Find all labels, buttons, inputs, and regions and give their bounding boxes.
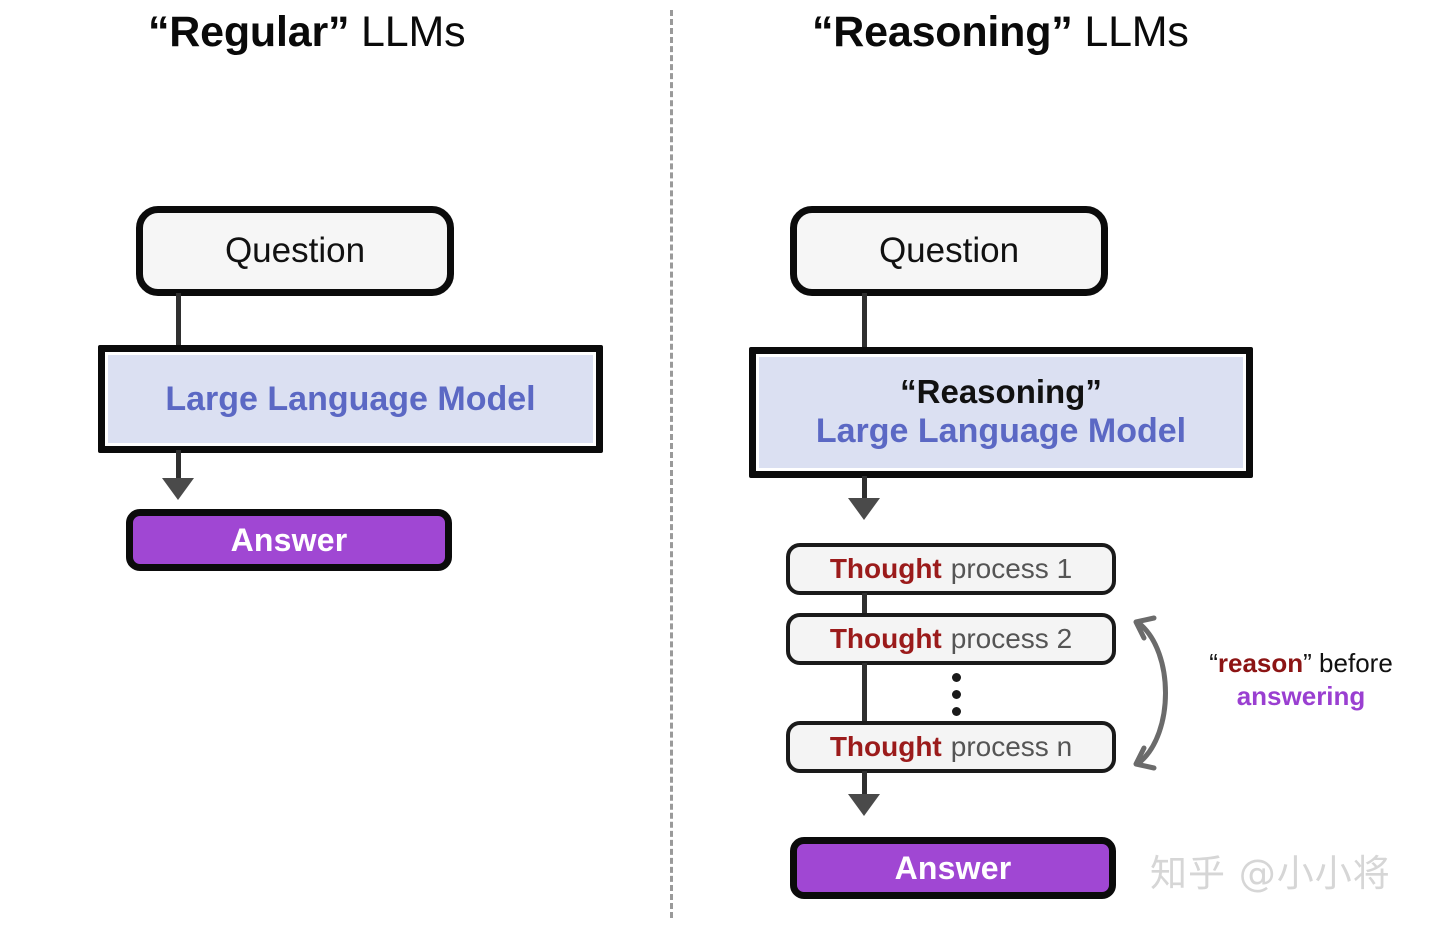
page-title-regular-llms: “Regular” LLMs bbox=[148, 8, 466, 57]
title-right-plain: LLMs bbox=[1072, 8, 1189, 56]
right-connector-thought1-to-thought2 bbox=[862, 593, 867, 617]
right-question-box: Question bbox=[790, 206, 1108, 296]
left-connector-question-to-llm bbox=[176, 293, 181, 349]
annotation-line-2: answering bbox=[1236, 681, 1366, 712]
left-llm-box: Large Language Model bbox=[98, 345, 603, 453]
thought-rest-n: process n bbox=[950, 731, 1073, 762]
thought-keyword-n: Thought bbox=[829, 731, 942, 762]
left-answer-box: Answer bbox=[126, 509, 452, 571]
left-question-box: Question bbox=[136, 206, 454, 296]
right-llm-box: “Reasoning” Large Language Model bbox=[749, 347, 1253, 478]
watermark: 知乎 @小小将 bbox=[1150, 852, 1391, 895]
thought-process-box-1: Thought process 1 bbox=[786, 543, 1116, 595]
right-connector-thoughtn-to-answer bbox=[862, 771, 867, 801]
right-llm-reasoning-label: “Reasoning” bbox=[900, 373, 1102, 411]
left-connector-llm-to-answer bbox=[176, 450, 181, 485]
thought-ellipsis-icon bbox=[952, 673, 961, 716]
thought-keyword-1: Thought bbox=[829, 553, 942, 584]
title-right-strong: “Reasoning” bbox=[812, 8, 1073, 56]
right-question-label: Question bbox=[878, 231, 1020, 270]
right-arrow-to-thoughts-icon bbox=[848, 498, 880, 520]
left-question-label: Question bbox=[224, 231, 366, 270]
annotation-line-1: “reason” before bbox=[1186, 647, 1416, 680]
annotation-keyword-reason: reason bbox=[1217, 648, 1304, 678]
right-connector-thought2-to-thoughtn bbox=[862, 663, 867, 723]
right-llm-model-label: Large Language Model bbox=[815, 412, 1187, 451]
reason-before-answering-annotation: “reason” before answering bbox=[1186, 647, 1416, 714]
right-connector-llm-to-thought-1 bbox=[862, 476, 867, 504]
right-answer-box: Answer bbox=[790, 837, 1116, 899]
title-left-strong: “Regular” bbox=[148, 8, 350, 56]
left-llm-model-label: Large Language Model bbox=[165, 379, 536, 418]
right-arrow-to-answer-icon bbox=[848, 794, 880, 816]
annotation-quote-open: “ bbox=[1209, 648, 1218, 678]
annotation-quote-close: ” bbox=[1303, 648, 1312, 678]
thought-rest-1: process 1 bbox=[950, 553, 1073, 584]
left-arrow-to-answer-icon bbox=[162, 478, 194, 500]
title-left-plain: LLMs bbox=[349, 8, 466, 56]
page-title-reasoning-llms: “Reasoning” LLMs bbox=[812, 8, 1189, 57]
thought-process-box-2: Thought process 2 bbox=[786, 613, 1116, 665]
column-divider bbox=[670, 10, 673, 918]
right-answer-label: Answer bbox=[894, 849, 1012, 886]
annotation-rest: before bbox=[1311, 648, 1393, 678]
thought-process-box-n: Thought process n bbox=[786, 721, 1116, 773]
right-connector-question-to-llm bbox=[862, 293, 867, 350]
thought-rest-2: process 2 bbox=[950, 623, 1073, 654]
thought-keyword-2: Thought bbox=[829, 623, 942, 654]
left-answer-label: Answer bbox=[230, 521, 348, 558]
double-headed-curly-arrow-icon bbox=[1133, 615, 1168, 771]
